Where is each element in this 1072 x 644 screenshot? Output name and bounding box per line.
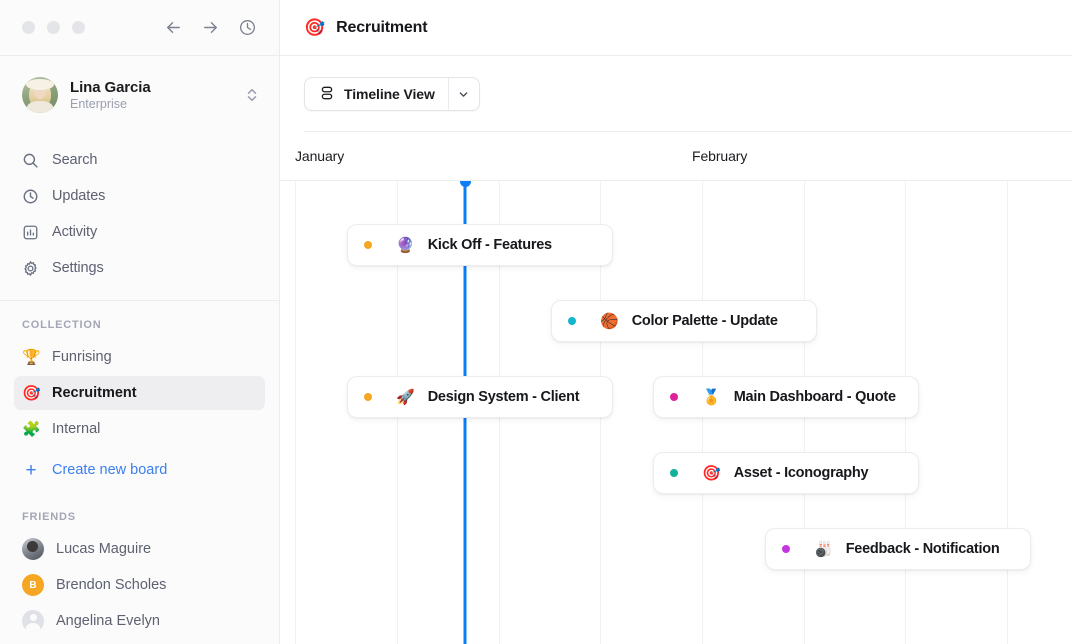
sidebar-item-internal[interactable]: 🧩 Internal — [14, 412, 265, 446]
main-panel: 🎯 Recruitment Timeline View January Febr… — [280, 0, 1072, 644]
friend-angelina-evelyn[interactable]: Angelina Evelyn — [14, 603, 265, 639]
basketball-icon: 🏀 — [600, 312, 619, 330]
month-label-january: January — [295, 148, 345, 164]
friend-name: Angelina Evelyn — [56, 613, 160, 629]
view-switcher-divider — [447, 78, 449, 110]
crystal-ball-icon: 🔮 — [396, 236, 415, 254]
back-arrow-icon[interactable] — [164, 18, 183, 37]
card-title: Main Dashboard - Quote — [733, 389, 896, 405]
search-icon — [22, 152, 39, 169]
friend-lucas-maguire[interactable]: Lucas Maguire — [14, 531, 265, 567]
sidebar-item-activity[interactable]: Activity — [14, 214, 265, 250]
sidebar-item-settings[interactable]: Settings — [14, 250, 265, 286]
board-header: 🎯 Recruitment — [280, 0, 1072, 56]
avatar: B — [22, 574, 44, 596]
status-dot — [364, 241, 372, 249]
today-marker-handle[interactable] — [459, 181, 471, 187]
sidebar-divider — [0, 300, 279, 301]
profile-name: Lina Garcia — [70, 79, 151, 96]
card-title: Asset - Iconography — [733, 465, 869, 481]
sidebar-item-search[interactable]: Search — [14, 142, 265, 178]
month-label-february: February — [692, 148, 748, 164]
chevron-updown-icon[interactable] — [245, 86, 259, 104]
friend-name: Brendon Scholes — [56, 577, 167, 593]
friends-heading: FRIENDS — [22, 511, 76, 523]
puzzle-piece-icon: 🧩 — [22, 420, 41, 438]
card-title: Design System - Client — [427, 389, 580, 405]
window-titlebar — [0, 0, 279, 56]
bowling-icon: 🎳 — [814, 540, 833, 558]
timeline-view-label: Timeline View — [344, 86, 435, 102]
sidebar-item-label: Updates — [52, 188, 106, 204]
history-clock-icon[interactable] — [238, 18, 257, 37]
create-new-board-button[interactable]: + Create new board — [14, 453, 265, 487]
board-label: Funrising — [52, 349, 112, 365]
user-profile-switcher[interactable]: Lina Garcia Enterprise — [0, 56, 279, 134]
maximize-window-button[interactable] — [72, 21, 85, 34]
status-dot — [670, 469, 678, 477]
timeline-view-button[interactable]: Timeline View — [305, 78, 448, 110]
view-switcher[interactable]: Timeline View — [304, 77, 480, 111]
avatar — [22, 538, 44, 560]
timeline-month-headers: January February — [280, 132, 1072, 180]
clock-icon — [22, 188, 39, 205]
sidebar-item-label: Search — [52, 152, 98, 168]
timeline-card[interactable]: 🏀 Color Palette - Update — [551, 300, 817, 342]
minimize-window-button[interactable] — [47, 21, 60, 34]
status-dot — [568, 317, 576, 325]
avatar — [22, 77, 58, 113]
chart-icon — [22, 224, 39, 241]
card-title: Color Palette - Update — [631, 313, 778, 329]
timeline-canvas[interactable]: 🔮 Kick Off - Features 🏀 Color Palette - … — [280, 180, 1072, 644]
navigation-buttons — [164, 18, 257, 37]
status-dot — [364, 393, 372, 401]
collection-heading: COLLECTION — [22, 319, 102, 331]
profile-plan: Enterprise — [70, 97, 127, 111]
sidebar: Lina Garcia Enterprise Search Updates — [0, 0, 280, 644]
sidebar-item-label: Activity — [52, 224, 98, 240]
trophy-icon: 🏆 — [22, 348, 41, 366]
forward-arrow-icon[interactable] — [201, 18, 220, 37]
sidebar-item-funrising[interactable]: 🏆 Funrising — [14, 340, 265, 374]
board-toolbar: Timeline View — [280, 56, 1072, 132]
friend-name: Lucas Maguire — [56, 541, 152, 557]
avatar — [22, 610, 44, 632]
primary-nav: Search Updates Activity Settings — [0, 134, 279, 286]
close-window-button[interactable] — [22, 21, 35, 34]
grid-line — [295, 181, 296, 644]
board-label: Recruitment — [52, 385, 137, 401]
dart-target-icon: 🎯 — [304, 18, 326, 37]
timeline-card[interactable]: 🎯 Asset - Iconography — [653, 452, 919, 494]
board-label: Internal — [52, 421, 101, 437]
sidebar-item-recruitment[interactable]: 🎯 Recruitment — [14, 376, 265, 410]
status-dot — [782, 545, 790, 553]
window-traffic-lights[interactable] — [22, 21, 85, 34]
rows-icon — [319, 85, 335, 104]
timeline-card[interactable]: 🎳 Feedback - Notification — [765, 528, 1031, 570]
timeline-card[interactable]: 🏅 Main Dashboard - Quote — [653, 376, 919, 418]
status-dot — [670, 393, 678, 401]
plus-icon: + — [25, 459, 37, 481]
friend-brendon-scholes[interactable]: B Brendon Scholes — [14, 567, 265, 603]
page-title: Recruitment — [336, 18, 428, 36]
dart-target-icon: 🎯 — [22, 384, 41, 402]
grid-line — [1007, 181, 1008, 644]
dart-target-icon: 🎯 — [702, 464, 721, 482]
medal-icon: 🏅 — [702, 388, 721, 406]
create-new-board-label: Create new board — [52, 462, 168, 478]
rocket-icon: 🚀 — [396, 388, 415, 406]
card-title: Feedback - Notification — [845, 541, 1000, 557]
sidebar-item-label: Settings — [52, 260, 104, 276]
card-title: Kick Off - Features — [427, 237, 552, 253]
gear-icon — [22, 260, 39, 277]
timeline-card[interactable]: 🚀 Design System - Client — [347, 376, 613, 418]
sidebar-item-updates[interactable]: Updates — [14, 178, 265, 214]
chevron-down-icon[interactable] — [449, 78, 479, 110]
timeline-card[interactable]: 🔮 Kick Off - Features — [347, 224, 613, 266]
